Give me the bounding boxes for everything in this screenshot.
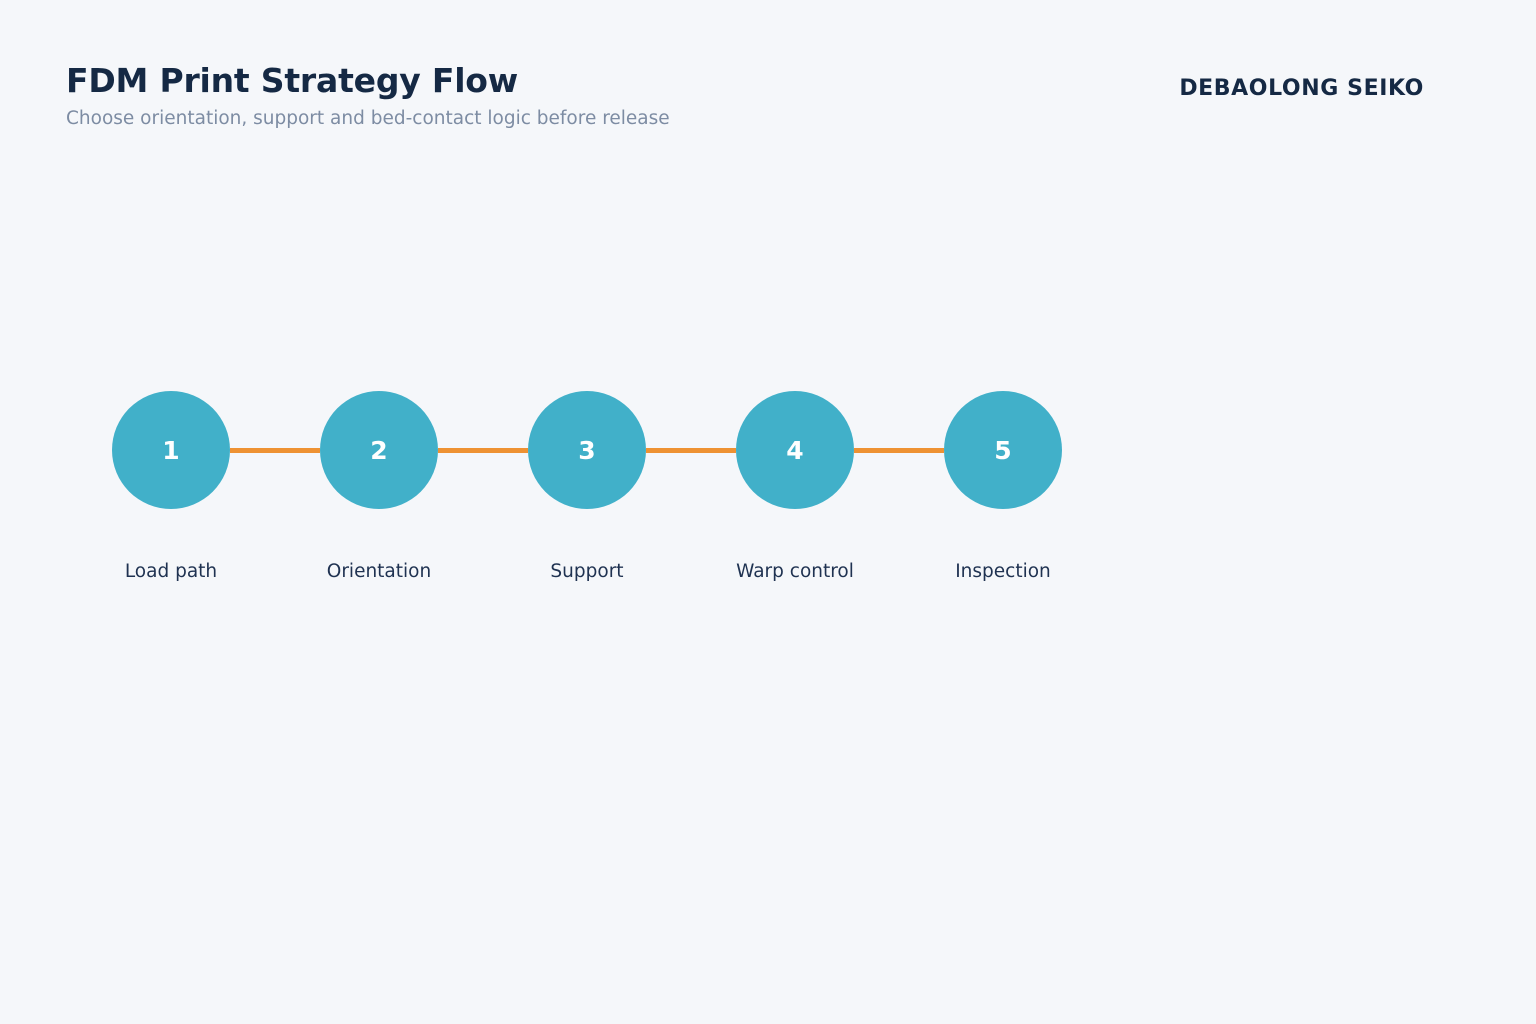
step-number-1: 1 [162,435,180,465]
step-label-2: Orientation [326,561,432,582]
step-node-circle-2[interactable]: 2 [320,391,438,509]
step-label-5: Inspection [955,561,1051,582]
page-header: FDM Print Strategy Flow Choose orientati… [0,0,1536,170]
step-node-circle-3[interactable]: 3 [528,391,646,509]
flow-step-5[interactable]: 5 Inspection [944,391,1062,582]
page-subtitle: Choose orientation, support and bed-cont… [66,107,670,129]
flow-connector-3-4 [646,447,736,453]
title-block: FDM Print Strategy Flow Choose orientati… [66,61,670,129]
step-number-3: 3 [578,435,596,465]
flow-step-2[interactable]: 2 Orientation [320,391,438,582]
flow-connector-4-5 [854,447,944,453]
step-node-circle-1[interactable]: 1 [112,391,230,509]
brand-wordmark: DEBAOLONG SEIKO [1179,76,1424,101]
flow-connector-2-3 [438,447,528,453]
flow-step-3[interactable]: 3 Support [528,391,646,582]
step-number-5: 5 [994,435,1012,465]
step-number-4: 4 [786,435,804,465]
flow-step-1[interactable]: 1 Load path [112,391,230,582]
flow-connector-1-2 [230,447,320,453]
step-label-1: Load path [124,561,218,582]
step-label-4: Warp control [736,561,854,582]
flow-step-row: 1 Load path 2 Orientation 3 Support 4 Wa… [112,391,1062,582]
step-number-2: 2 [370,435,388,465]
page-title: FDM Print Strategy Flow [66,61,519,100]
step-label-3: Support [550,561,624,582]
step-node-circle-4[interactable]: 4 [736,391,854,509]
step-node-circle-5[interactable]: 5 [944,391,1062,509]
flow-step-4[interactable]: 4 Warp control [736,391,854,582]
